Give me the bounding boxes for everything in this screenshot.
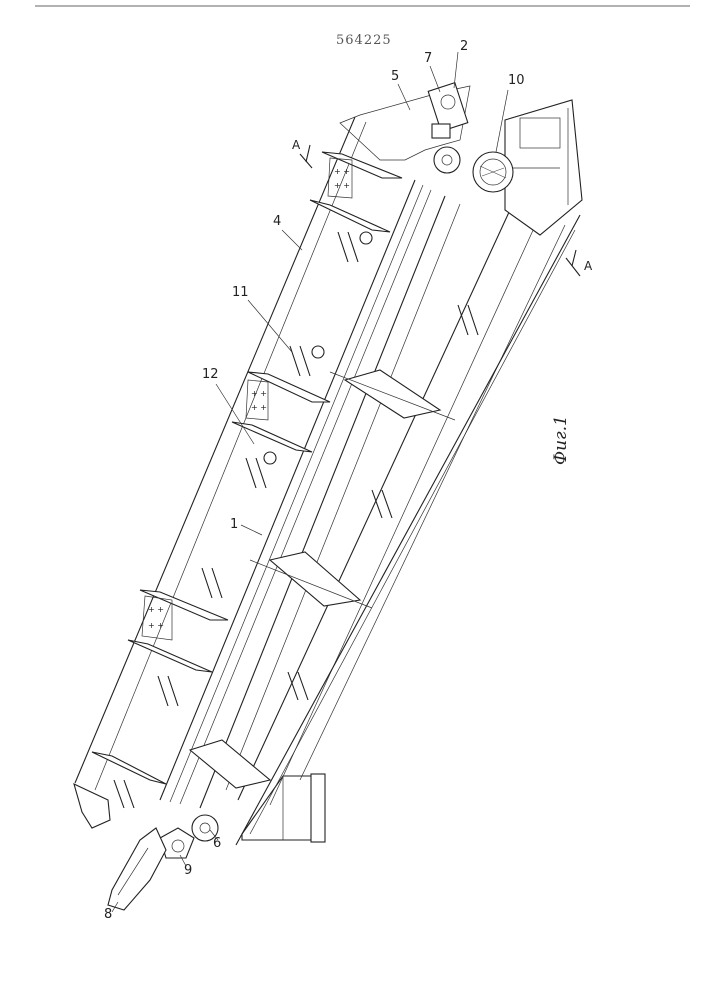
upper-pulley bbox=[434, 147, 460, 173]
callout-4: 4 bbox=[273, 214, 281, 229]
svg-text:A: A bbox=[292, 138, 301, 152]
lower-frame-outline bbox=[236, 210, 580, 845]
svg-text:+ +: + + bbox=[251, 403, 267, 412]
svg-text:+ +: + + bbox=[251, 389, 267, 398]
tail-end-unit bbox=[74, 784, 166, 910]
section-mark-top: A bbox=[292, 138, 312, 168]
svg-text:A: A bbox=[584, 259, 593, 273]
drive-housing bbox=[505, 100, 582, 235]
svg-text:+ +: + + bbox=[334, 181, 350, 190]
svg-text:+ +: + + bbox=[334, 167, 350, 176]
callout-1: 1 bbox=[230, 517, 238, 532]
callout-8: 8 bbox=[104, 907, 112, 922]
callout-5: 5 bbox=[391, 69, 399, 84]
patent-number: 564225 bbox=[336, 33, 392, 48]
figure-caption: Фиг.1 bbox=[551, 415, 571, 465]
callout-11: 11 bbox=[232, 285, 249, 300]
section-mark-bottom: A bbox=[566, 250, 593, 276]
callout-2: 2 bbox=[460, 39, 468, 54]
lower-truss-members bbox=[190, 370, 455, 788]
callout-7: 7 bbox=[424, 51, 432, 66]
drive-drum bbox=[473, 152, 513, 192]
callout-12: 12 bbox=[202, 367, 219, 382]
tension-bracket bbox=[160, 828, 194, 858]
callout-10: 10 bbox=[508, 73, 525, 88]
callout-6: 6 bbox=[213, 836, 221, 851]
svg-text:+ +: + + bbox=[148, 605, 164, 614]
svg-text:+ +: + + bbox=[148, 621, 164, 630]
